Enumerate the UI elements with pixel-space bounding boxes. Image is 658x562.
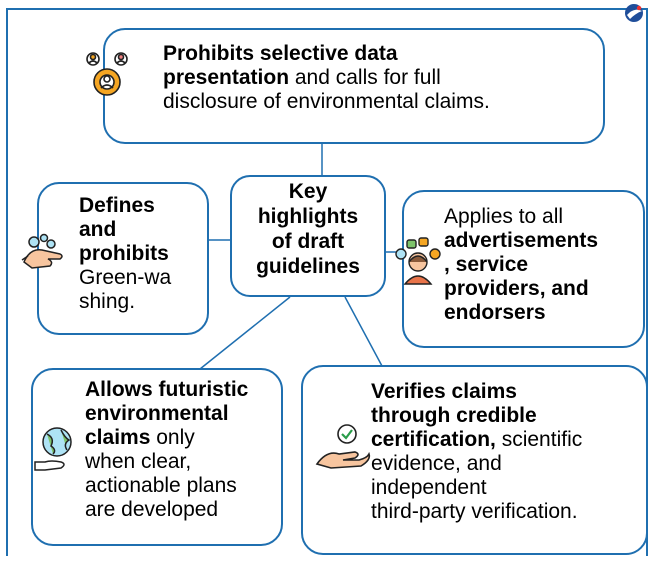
left-line4: Green-wa — [79, 266, 172, 289]
left-line5: shing. — [79, 290, 136, 313]
right-line2: advertisements — [444, 229, 599, 252]
connector-bottom-right — [344, 296, 383, 367]
bl-line3-bold: claims — [85, 426, 151, 449]
bl-line2: environmental — [85, 402, 229, 425]
highlight-futuristic-claims-text: Allows futuristic environmental claims o… — [85, 378, 281, 522]
top-bold-line2: presentation — [163, 66, 290, 89]
br-line2: through credible — [371, 404, 537, 427]
br-line1: Verifies claims — [371, 380, 517, 403]
people-chat-icon — [395, 237, 441, 285]
bl-line3-rest: only — [150, 426, 195, 449]
right-line5: endorsers — [444, 301, 546, 324]
br-line6: third-party verification. — [371, 500, 578, 523]
highlight-greenwashing: Defines and prohibits Green-wa shing. — [37, 182, 209, 335]
brand-logo-icon — [625, 4, 643, 22]
highlight-selective-data: Prohibits selective data presentation an… — [103, 28, 605, 144]
team-gear-icon — [86, 52, 128, 96]
top-bold-line1: Prohibits selective data — [163, 42, 398, 65]
right-line1: Applies to all — [444, 205, 564, 228]
globe-hand-icon — [34, 427, 72, 471]
br-line5: independent — [371, 476, 487, 499]
highlight-selective-data-text: Prohibits selective data presentation an… — [163, 42, 593, 114]
outer-frame — [6, 8, 648, 556]
bl-line6: are developed — [85, 498, 219, 521]
key-highlights-title: Key highlights of draft guidelines — [232, 177, 384, 279]
highlight-applies-to: Applies to all advertisements , service … — [402, 190, 645, 348]
top-rest: and calls for full — [289, 66, 441, 89]
bl-line5: actionable plans — [85, 474, 237, 497]
right-line4: providers, and — [444, 277, 589, 300]
left-line1: Defines — [79, 194, 155, 217]
top-line3: disclosure of environmental claims. — [163, 90, 490, 113]
highlight-verifies-claims: Verifies claims through credible certifi… — [301, 365, 648, 555]
center-line2: highlights — [257, 205, 359, 228]
key-highlights-node: Key highlights of draft guidelines — [230, 175, 386, 297]
center-line4: guidelines — [256, 255, 360, 278]
br-line4: evidence, and — [371, 452, 502, 475]
highlight-futuristic-claims: Allows futuristic environmental claims o… — [31, 368, 283, 546]
highlight-applies-to-text: Applies to all advertisements , service … — [444, 205, 644, 325]
right-line3: , service — [444, 253, 529, 276]
hand-check-icon — [315, 424, 371, 469]
center-line3: of draft — [271, 230, 345, 253]
bl-line1: Allows futuristic — [85, 378, 249, 401]
br-line3-bold: certification, — [371, 428, 496, 451]
connector-bottom-left — [199, 296, 291, 370]
center-line1: Key — [288, 180, 328, 203]
left-line3: prohibits — [79, 242, 169, 265]
left-line2: and — [79, 218, 117, 241]
washing-hands-icon — [21, 233, 63, 269]
highlight-greenwashing-text: Defines and prohibits Green-wa shing. — [79, 194, 199, 314]
bl-line4: when clear, — [85, 450, 192, 473]
highlight-verifies-claims-text: Verifies claims through credible certifi… — [371, 380, 649, 524]
br-line3-rest: scientific — [495, 428, 583, 451]
